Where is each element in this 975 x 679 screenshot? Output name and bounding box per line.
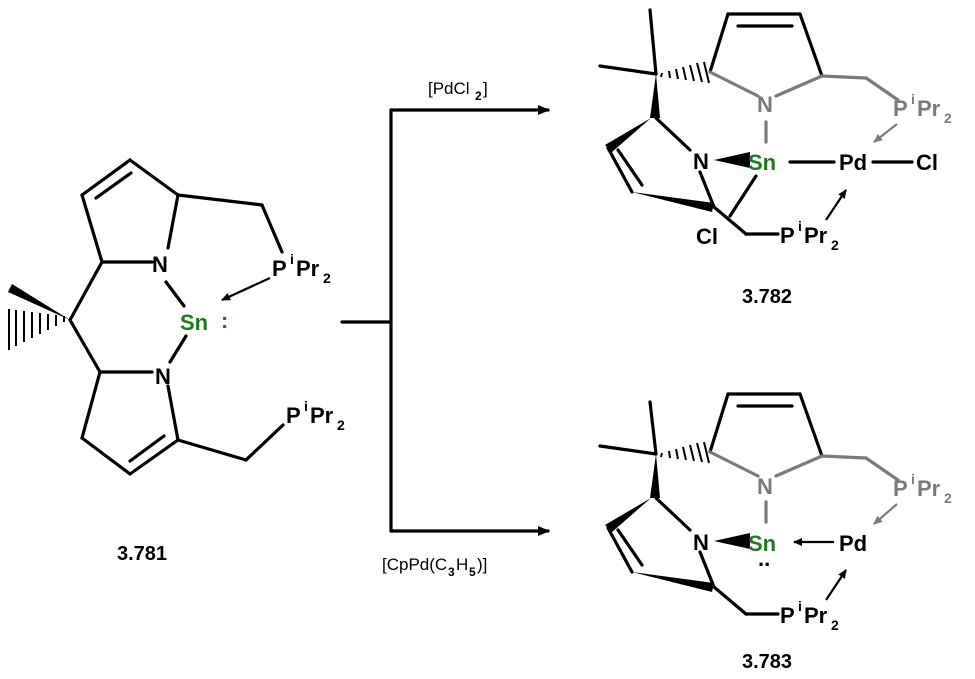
reagent-top-close: ] bbox=[483, 79, 488, 98]
cme2-bridge bbox=[8, 260, 104, 374]
iso-label: i bbox=[304, 398, 308, 414]
compound-id-bottom: 3.783 bbox=[742, 651, 792, 673]
atom-Pd-top: Pd bbox=[839, 150, 867, 175]
subscript-2: 2 bbox=[831, 617, 839, 633]
reagent-bottom-sub2: 5 bbox=[469, 565, 476, 579]
phosphine-front: P i Pr 2 bbox=[780, 598, 839, 633]
reagent-bottom-a: [CpPd(C bbox=[382, 555, 447, 574]
phosphine-front: P i Pr 2 bbox=[780, 218, 839, 253]
reagent-top: [PdCl 2 ] bbox=[428, 79, 488, 103]
atom-P-upper: P bbox=[272, 256, 287, 281]
reagent-top-sub: 2 bbox=[475, 89, 482, 103]
subscript-2: 2 bbox=[944, 110, 952, 126]
reagent-bottom-b: H bbox=[456, 555, 468, 574]
iso-label: i bbox=[911, 471, 915, 487]
phosphine-lower: P i Pr 2 bbox=[286, 398, 345, 433]
atom-P-lower: P bbox=[286, 403, 301, 428]
lower-pyrrole-ring bbox=[80, 370, 285, 476]
propyl-label: Pr bbox=[917, 96, 941, 121]
reagent-bottom-c: )] bbox=[477, 555, 487, 574]
atom-Sn-start: Sn bbox=[180, 310, 208, 335]
atom-N-back: N bbox=[757, 474, 773, 499]
atom-Pd-bottom: Pd bbox=[839, 531, 867, 556]
subscript-2: 2 bbox=[337, 417, 345, 433]
atom-Cl-pd: Cl bbox=[916, 150, 938, 175]
compound-start: N P i Pr 2 Sn : bbox=[8, 158, 345, 565]
lone-pair: : bbox=[221, 308, 228, 333]
atom-N-lower: N bbox=[155, 364, 171, 389]
compound-product-top: N P i Pr 2 N Sn Pd Cl Cl P i bbox=[598, 8, 952, 308]
propyl-label: Pr bbox=[917, 476, 941, 501]
subscript-2: 2 bbox=[831, 237, 839, 253]
phosphine-back: P i Pr 2 bbox=[893, 471, 952, 506]
subscript-2: 2 bbox=[323, 270, 331, 286]
atom-Sn-top: Sn bbox=[748, 150, 776, 175]
atom-N-front: N bbox=[693, 149, 709, 174]
iso-label: i bbox=[798, 598, 802, 614]
compound-product-bottom: N P i Pr 2 N Sn .. Pd P i Pr 2 3.783 bbox=[598, 392, 952, 673]
reaction-arrows: [PdCl 2 ] [CpPd(C 3 H 5 )] bbox=[340, 79, 550, 579]
upper-pyrrole-ring bbox=[80, 158, 284, 264]
phosphine-back: P i Pr 2 bbox=[893, 91, 952, 126]
atom-Cl-sn: Cl bbox=[696, 224, 718, 249]
phosphine-upper: P i Pr 2 bbox=[272, 251, 331, 286]
reagent-bottom: [CpPd(C 3 H 5 )] bbox=[382, 555, 487, 579]
propyl-label: Pr bbox=[804, 223, 828, 248]
atom-P-back: P bbox=[893, 96, 908, 121]
propyl-label: Pr bbox=[296, 256, 320, 281]
atom-N-upper: N bbox=[152, 252, 168, 277]
iso-label: i bbox=[290, 251, 294, 267]
compound-id-top: 3.782 bbox=[742, 286, 792, 308]
lone-pair-below: .. bbox=[758, 546, 770, 571]
atom-N-back: N bbox=[757, 92, 773, 117]
atom-N-front: N bbox=[693, 530, 709, 555]
propyl-label: Pr bbox=[804, 603, 828, 628]
atom-P-front: P bbox=[780, 603, 795, 628]
iso-label: i bbox=[911, 91, 915, 107]
subscript-2: 2 bbox=[944, 490, 952, 506]
propyl-label: Pr bbox=[310, 403, 334, 428]
reagent-bottom-sub1: 3 bbox=[448, 565, 455, 579]
reagent-top-main: [PdCl bbox=[428, 79, 470, 98]
atom-P-back: P bbox=[893, 476, 908, 501]
atom-Sn-bottom: Sn bbox=[748, 531, 776, 556]
compound-id-start: 3.781 bbox=[117, 543, 167, 565]
atom-P-front: P bbox=[780, 223, 795, 248]
iso-label: i bbox=[798, 218, 802, 234]
